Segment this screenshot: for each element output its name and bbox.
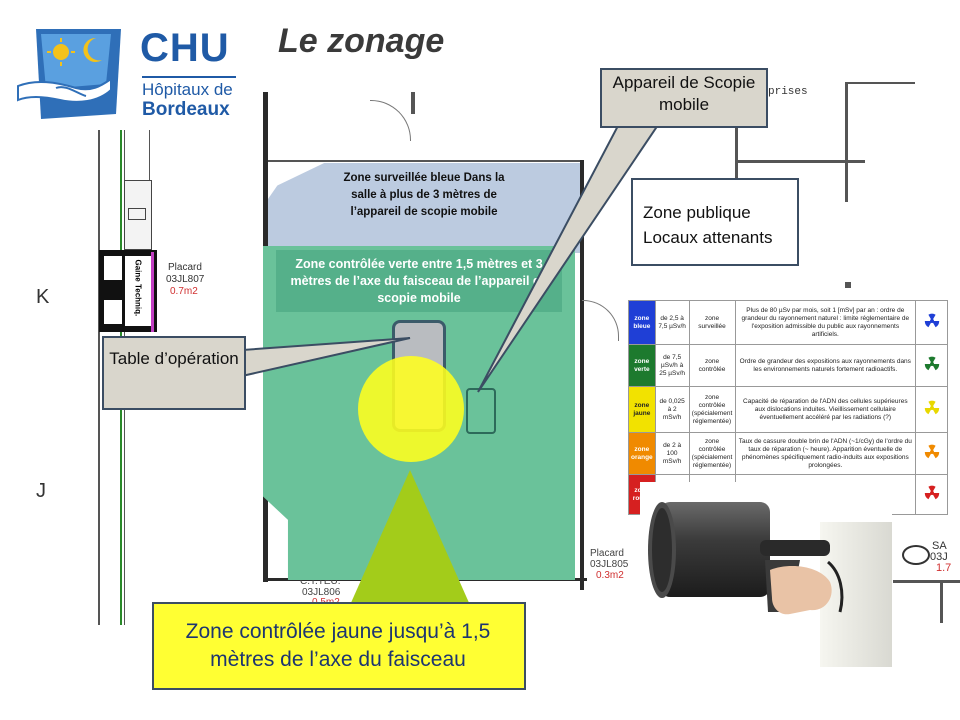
rad-dose-cell: de 2,5 à 7,5 µSv/h: [654, 300, 690, 345]
chu-emblem-icon: [17, 29, 121, 119]
radiation-trefoil-icon: [915, 474, 948, 515]
placard2-area: 0.3m2: [596, 570, 624, 581]
yellow-zone-circle: [358, 356, 464, 462]
zone-publique-line1: Zone publique: [643, 203, 751, 222]
gaine-inner: [104, 300, 122, 324]
rad-zone-cell: zone jaune: [628, 386, 656, 433]
placard-name: Placard: [168, 262, 202, 273]
gaine-inner: [104, 256, 122, 280]
plan-wall: [845, 82, 848, 202]
placard2-name: Placard: [590, 548, 624, 559]
gaine-magenta: [151, 252, 154, 332]
placard-code: 03JL807: [166, 274, 205, 285]
row-label-k: K: [36, 286, 50, 308]
yellow-zone-box: [152, 602, 526, 690]
sa-code: 03J: [930, 551, 948, 563]
prises-label: prises: [768, 86, 808, 98]
rad-desc-cell: Taux de cassure double brin de l'ADN (~1…: [734, 432, 917, 475]
yellow-callout-pointer: [350, 470, 470, 605]
plan-wall: [735, 160, 865, 163]
logo-divider: [142, 76, 236, 78]
sa-eye-icon: [902, 545, 930, 565]
chu-logo: CHU Hôpitaux de Bordeaux: [16, 24, 246, 124]
zone-publique-line2: Locaux attenants: [643, 228, 773, 247]
plan-door-arc: [582, 300, 619, 341]
sa-label: SA: [932, 540, 947, 552]
gaine-label-box: [125, 256, 151, 326]
plan-cabinet-dots: [128, 208, 146, 220]
appareil-callout: Appareil de Scopie mobile: [600, 68, 768, 128]
radiation-trefoil-icon: [915, 300, 948, 345]
zone-publique-box: Zone publique Locaux attenants: [631, 178, 799, 266]
plan-wall: [845, 82, 915, 84]
radiation-trefoil-icon: [915, 386, 948, 433]
dosimeter-icon: [648, 502, 892, 667]
placard-area: 0.7m2: [170, 286, 198, 297]
room-wall-right: [580, 160, 584, 590]
row-label-j: J: [36, 480, 46, 502]
rad-desc-cell: Ordre de grandeur des expositions aux ra…: [734, 344, 917, 387]
plan-wall: [940, 583, 943, 623]
rad-type-cell: zone contrôlée (spécialement réglementée…: [688, 386, 736, 433]
rad-type-cell: zone surveillée: [688, 300, 736, 345]
rad-type-cell: zone contrôlée: [688, 344, 736, 387]
yellow-zone-label: Zone contrôlée jaune jusqu’à 1,5 mètres …: [185, 620, 491, 671]
room-wall-top: [268, 160, 580, 162]
page-title: Le zonage: [278, 22, 445, 60]
radiation-trefoil-icon: [915, 432, 948, 475]
plan-door-arc: [370, 100, 411, 141]
rad-dose-cell: de 7,5 µSv/h à 25 µSv/h: [654, 344, 690, 387]
rad-type-cell: zone contrôlée (spécialement réglementée…: [688, 432, 736, 475]
plan-wall: [845, 282, 851, 288]
rad-desc-cell: Plus de 80 µSv par mois, soit 1 [mSv] pa…: [734, 300, 917, 345]
scope-device-marker: [466, 388, 496, 434]
radiation-trefoil-icon: [915, 344, 948, 387]
rad-dose-cell: de 0,025 à 2 mSv/h: [654, 386, 690, 433]
rad-dose-cell: de 2 à 100 mSv/h: [654, 432, 690, 475]
logo-line2: Bordeaux: [142, 99, 230, 120]
logo-brand: CHU: [140, 26, 230, 70]
dosimeter-photo: [640, 482, 892, 667]
rad-zone-cell: zone bleue: [628, 300, 656, 345]
rad-zone-cell: zone orange: [628, 432, 656, 475]
bottom-room-code: 03JL806: [302, 587, 341, 598]
rad-zone-cell: zone verte: [628, 344, 656, 387]
bottom-room-name: C.T.TEU.: [300, 576, 341, 587]
rad-desc-cell: Capacité de réparation de l'ADN des cell…: [734, 386, 917, 433]
placard2-code: 03JL805: [590, 559, 629, 570]
blue-zone-label: Zone surveillée bleue Dans la salle à pl…: [343, 172, 505, 218]
logo-line1: Hôpitaux de: [142, 80, 233, 99]
gaine-label: Gaine Techniq.: [133, 259, 143, 317]
plan-wall: [893, 580, 960, 583]
plan-wall: [98, 130, 100, 625]
plan-wall: [411, 92, 415, 114]
green-zone-label: Zone contrôlée verte entre 1,5 mètres et…: [290, 257, 548, 305]
plan-wall: [735, 82, 738, 182]
table-callout: Table d’opération: [102, 336, 246, 410]
sa-area: 1.7: [936, 562, 952, 574]
